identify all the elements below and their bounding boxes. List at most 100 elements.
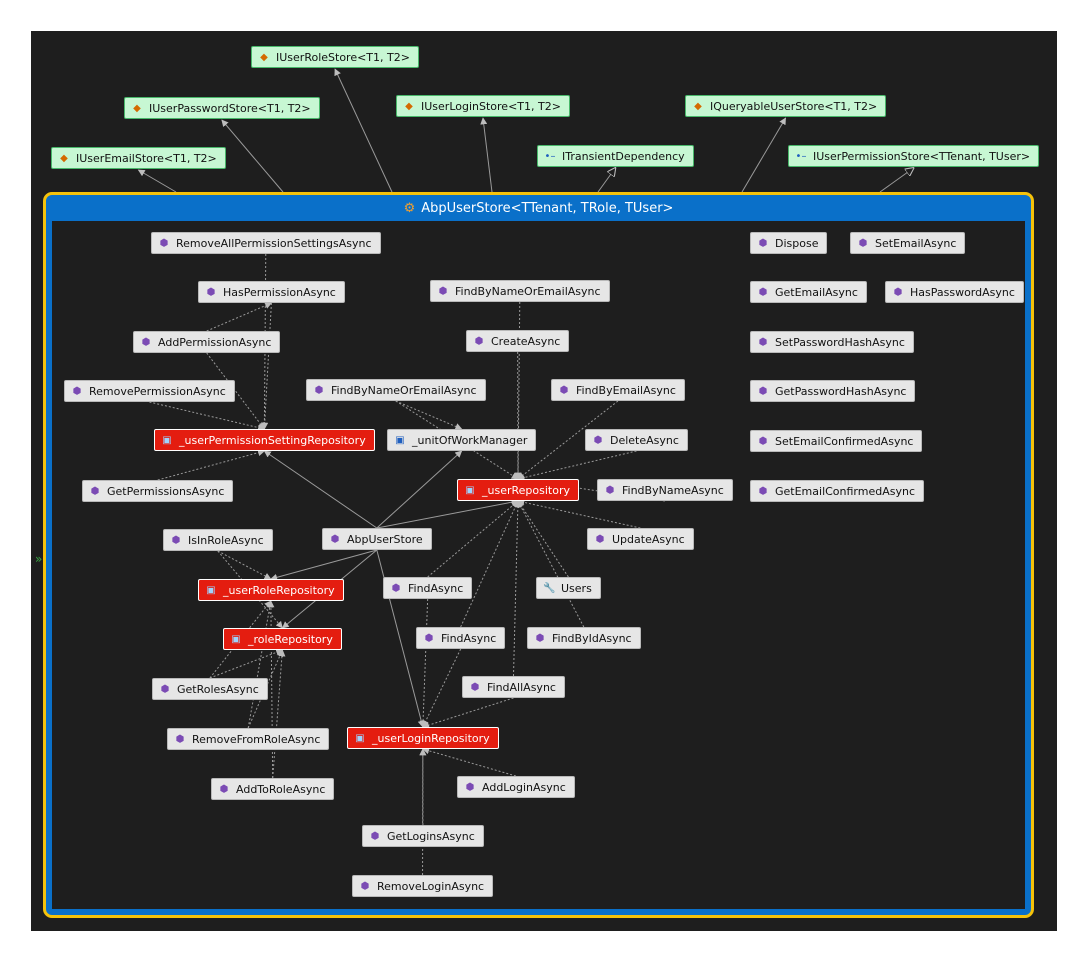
node-label: _userRoleRepository <box>223 583 335 597</box>
field-icon: ▣ <box>206 584 216 596</box>
node-label: GetPermissionsAsync <box>107 484 225 498</box>
node-label: ITransientDependency <box>562 149 685 163</box>
node-label: Users <box>561 581 592 595</box>
method-node[interactable]: ⬢AddPermissionAsync <box>133 331 281 353</box>
method-node[interactable]: ⬢GetPasswordHashAsync <box>750 380 916 402</box>
method-node[interactable]: ⬢RemoveFromRoleAsync <box>167 728 330 750</box>
wrench-icon: 🔧 <box>543 582 556 594</box>
method-node[interactable]: ⬢GetEmailAsync <box>750 281 867 303</box>
class-title: AbpUserStore<TTenant, TRole, TUser> <box>421 200 674 216</box>
node-label: SetEmailAsync <box>875 236 957 250</box>
method-node[interactable]: ⬢GetPermissionsAsync <box>82 480 234 502</box>
node-label: _userLoginRepository <box>372 731 490 745</box>
interface-node[interactable]: •–ITransientDependency <box>537 145 694 167</box>
field-node[interactable]: ▣ _userRoleRepository <box>198 579 344 601</box>
node-label: FindAsync <box>408 581 464 595</box>
interface-node[interactable]: ◆IUserRoleStore<T1, T2> <box>251 46 419 68</box>
node-label: FindByNameOrEmailAsync <box>331 383 477 397</box>
node-label: FindByIdAsync <box>552 631 632 645</box>
method-node[interactable]: ⬢ AddLoginAsync <box>457 776 575 798</box>
method-node[interactable]: ⬢GetEmailConfirmedAsync <box>750 480 925 502</box>
method-icon: ⬢ <box>593 434 603 446</box>
method-icon: ⬢ <box>470 681 480 693</box>
method-node[interactable]: ⬢RemoveLoginAsync <box>352 875 494 897</box>
method-node[interactable]: ⬢UpdateAsync <box>587 528 694 550</box>
method-icon: ⬢ <box>465 781 475 793</box>
method-node[interactable]: ⬢CreateAsync <box>466 330 570 352</box>
node-label: FindByEmailAsync <box>576 383 676 397</box>
interface-icon: ◆ <box>694 100 702 112</box>
node-label: FindAsync <box>441 631 497 645</box>
method-node[interactable]: ⬢SetEmailConfirmedAsync <box>750 430 923 452</box>
interface-icon: ◆ <box>60 152 68 164</box>
method-node[interactable]: ⬢SetPasswordHashAsync <box>750 331 914 353</box>
method-node[interactable]: ⬢ RemoveAllPermissionSettingsAsync <box>151 232 381 254</box>
class-header[interactable]: ⚙ AbpUserStore<TTenant, TRole, TUser> <box>46 195 1031 221</box>
method-node[interactable]: ⬢Dispose <box>750 232 828 254</box>
node-label: IUserEmailStore<T1, T2> <box>76 151 217 165</box>
node-label: Dispose <box>775 236 819 250</box>
property-node[interactable]: 🔧 Users <box>536 577 601 599</box>
interface-node[interactable]: •– IUserPermissionStore<TTenant, TUser> <box>788 145 1040 167</box>
method-node[interactable]: ⬢FindByNameAsync <box>597 479 733 501</box>
method-icon: ⬢ <box>159 237 169 249</box>
expand-arrow-icon[interactable]: » <box>35 552 43 566</box>
field-node[interactable]: ▣_unitOfWorkManager <box>387 429 537 451</box>
method-icon: ⬢ <box>595 533 605 545</box>
node-label: RemoveAllPermissionSettingsAsync <box>176 236 372 250</box>
method-icon: ⬢ <box>758 385 768 397</box>
interface-node[interactable]: ◆ IQueryableUserStore<T1, T2> <box>685 95 887 117</box>
node-label: GetEmailConfirmedAsync <box>775 484 916 498</box>
field-node[interactable]: ▣_userPermissionSettingRepository <box>154 429 375 451</box>
method-icon: ⬢ <box>758 435 768 447</box>
node-label: IUserRoleStore<T1, T2> <box>276 50 410 64</box>
method-node[interactable]: ⬢IsInRoleAsync <box>163 529 273 551</box>
method-icon: ⬢ <box>160 683 170 695</box>
node-label: _userRepository <box>482 483 570 497</box>
method-icon: ⬢ <box>391 582 401 594</box>
node-label: IUserLoginStore<T1, T2> <box>421 99 561 113</box>
method-icon: ⬢ <box>370 830 380 842</box>
method-icon: ⬢ <box>72 385 82 397</box>
node-label: IUserPermissionStore<TTenant, TUser> <box>813 149 1031 163</box>
method-node[interactable]: ⬢FindByNameOrEmailAsync <box>430 280 610 302</box>
interface-icon: ◆ <box>405 100 413 112</box>
method-node[interactable]: ⬢SetEmailAsync <box>850 232 966 254</box>
field-icon: ▣ <box>465 484 475 496</box>
field-node[interactable]: ▣ _userRepository <box>457 479 579 501</box>
method-node[interactable]: ⬢HasPasswordAsync <box>885 281 1024 303</box>
method-icon: ⬢ <box>219 783 229 795</box>
method-node[interactable]: ⬢ FindByNameOrEmailAsync <box>306 379 486 401</box>
node-label: AddLoginAsync <box>482 780 566 794</box>
method-node[interactable]: ⬢ FindAllAsync <box>462 676 565 698</box>
method-icon: ⬢ <box>314 384 324 396</box>
node-label: IQueryableUserStore<T1, T2> <box>710 99 878 113</box>
method-node[interactable]: ⬢ FindByIdAsync <box>527 627 641 649</box>
method-node[interactable]: ⬢AddToRoleAsync <box>211 778 335 800</box>
interface-node[interactable]: ◆IUserPasswordStore<T1, T2> <box>124 97 320 119</box>
node-label: GetLoginsAsync <box>387 829 475 843</box>
method-node[interactable]: ⬢FindByEmailAsync <box>551 379 685 401</box>
method-node[interactable]: ⬢ FindAsync <box>416 627 506 649</box>
method-icon: ⬢ <box>330 533 340 545</box>
method-node[interactable]: ⬢ FindAsync <box>383 577 473 599</box>
method-icon: ⬢ <box>206 286 216 298</box>
method-icon: ⬢ <box>474 335 484 347</box>
method-node[interactable]: ⬢HasPermissionAsync <box>198 281 345 303</box>
class-icon: ⚙ <box>403 200 416 216</box>
lollipop-icon: •– <box>795 150 807 162</box>
node-label: FindAllAsync <box>487 680 556 694</box>
method-node[interactable]: ⬢AbpUserStore <box>322 528 432 550</box>
interface-node[interactable]: ◆ IUserLoginStore<T1, T2> <box>396 95 570 117</box>
method-icon: ⬢ <box>535 632 545 644</box>
method-icon: ⬢ <box>424 632 434 644</box>
field-node[interactable]: ▣_userLoginRepository <box>347 727 499 749</box>
method-icon: ⬢ <box>171 534 181 546</box>
method-node[interactable]: ⬢GetRolesAsync <box>152 678 268 700</box>
method-node[interactable]: ⬢ GetLoginsAsync <box>362 825 484 847</box>
method-icon: ⬢ <box>893 286 903 298</box>
interface-node[interactable]: ◆ IUserEmailStore<T1, T2> <box>51 147 226 169</box>
method-node[interactable]: ⬢DeleteAsync <box>585 429 688 451</box>
method-node[interactable]: ⬢RemovePermissionAsync <box>64 380 235 402</box>
field-node[interactable]: ▣_roleRepository <box>223 628 342 650</box>
